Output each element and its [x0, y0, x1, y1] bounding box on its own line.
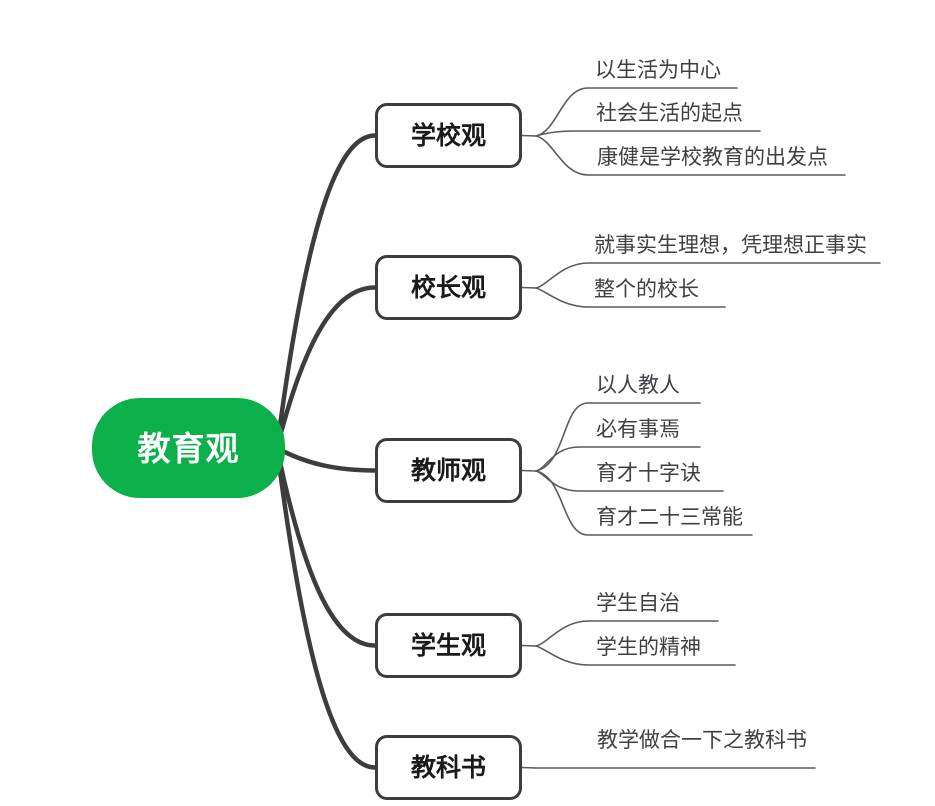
branch-node-5[interactable]: 教科书 [375, 735, 522, 800]
leaf-label[interactable]: 整个的校长 [594, 277, 699, 301]
connector-line [535, 135, 846, 176]
connector-line [274, 445, 378, 770]
leaf-label[interactable]: 学生的精神 [596, 635, 701, 659]
connector-line [535, 130, 761, 137]
connector-line [535, 470, 753, 536]
leaf-label[interactable]: 育才十字诀 [596, 461, 701, 485]
branch-node-4[interactable]: 学生观 [375, 613, 522, 678]
leaf-label[interactable]: 社会生活的起点 [596, 101, 743, 125]
connector-line [521, 766, 537, 769]
branch-node-label: 教科书 [410, 753, 486, 782]
connector-line [535, 402, 701, 472]
connector-line [535, 446, 701, 472]
connector-line [274, 445, 378, 473]
branch-node-3[interactable]: 教师观 [375, 438, 522, 503]
connector-line [521, 644, 537, 647]
leaf-label[interactable]: 以生活为中心 [595, 58, 721, 82]
branch-node-2[interactable]: 校长观 [375, 255, 522, 320]
connector-line [521, 286, 537, 289]
connector-line [274, 285, 378, 451]
connector-line [535, 87, 738, 137]
connector-line [274, 445, 378, 648]
root-node-label: 教育观 [137, 428, 240, 468]
connector-line [521, 134, 537, 137]
branch-node-1[interactable]: 学校观 [375, 103, 522, 168]
leaf-label[interactable]: 必有事焉 [596, 417, 680, 441]
leaf-label[interactable]: 康健是学校教育的出发点 [597, 145, 828, 169]
leaf-label[interactable]: 育才二十三常能 [596, 505, 743, 529]
branch-node-label: 教师观 [410, 456, 486, 485]
leaf-label[interactable]: 学生自治 [596, 591, 680, 615]
connector-line [535, 645, 736, 666]
connector-line [274, 133, 378, 451]
connector-line [521, 469, 537, 472]
connector-line [535, 262, 881, 289]
branch-node-label: 校长观 [410, 273, 486, 302]
connector-line [535, 287, 726, 308]
leaf-label[interactable]: 就事实生理想，凭理想正事实 [594, 233, 867, 257]
branch-node-label: 学校观 [410, 121, 486, 150]
leaf-label[interactable]: 教学做合一下之教科书 [597, 728, 807, 752]
connector-line [535, 620, 719, 647]
leaf-label[interactable]: 以人教人 [596, 373, 680, 397]
branch-node-label: 学生观 [410, 631, 486, 660]
root-node[interactable]: 教育观 [92, 398, 285, 498]
